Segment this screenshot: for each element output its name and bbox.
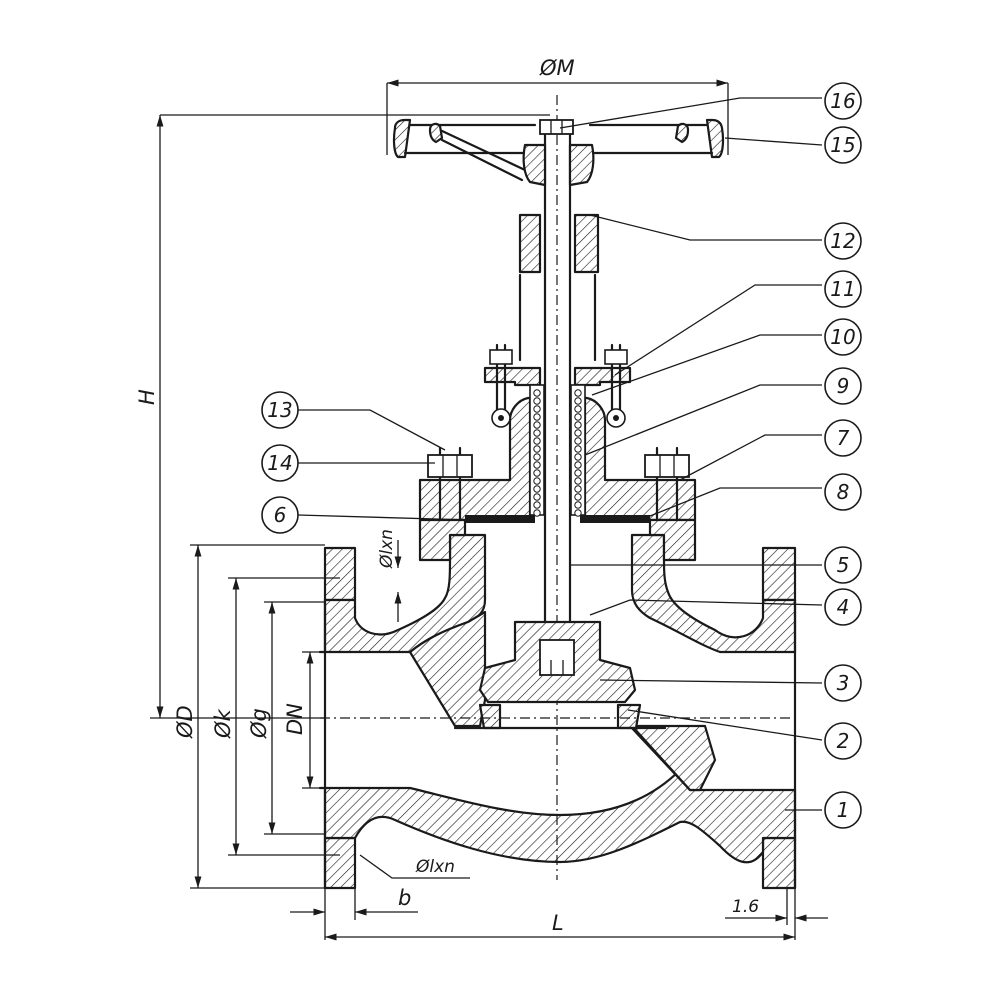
packing-ring bbox=[574, 421, 582, 429]
packing-ring bbox=[574, 509, 582, 517]
svg-text:9: 9 bbox=[837, 374, 850, 398]
packing bbox=[529, 384, 586, 517]
packing-ring bbox=[574, 469, 582, 477]
dim-bolt-holes-top: Ølxn bbox=[377, 529, 397, 569]
packing-ring bbox=[574, 501, 582, 509]
callout-8: 8 bbox=[824, 473, 862, 511]
packing-ring bbox=[574, 445, 582, 453]
stem bbox=[543, 95, 572, 880]
svg-text:16: 16 bbox=[830, 89, 855, 113]
svg-text:6: 6 bbox=[274, 503, 287, 527]
disc bbox=[453, 620, 667, 730]
packing-ring bbox=[574, 429, 582, 437]
svg-text:11: 11 bbox=[830, 277, 855, 301]
callout-13: 13 bbox=[261, 391, 299, 429]
packing-ring bbox=[533, 461, 541, 469]
packing-ring bbox=[533, 453, 541, 461]
callout-2: 2 bbox=[824, 722, 862, 760]
svg-text:3: 3 bbox=[837, 671, 850, 695]
callout-9: 9 bbox=[824, 367, 862, 405]
callout-11: 11 bbox=[824, 270, 862, 308]
packing-ring bbox=[574, 477, 582, 485]
packing-ring bbox=[574, 437, 582, 445]
callout-10: 10 bbox=[824, 318, 862, 356]
svg-text:5: 5 bbox=[837, 553, 850, 577]
svg-text:10: 10 bbox=[830, 325, 855, 349]
dim-raised-face: Øg bbox=[247, 708, 271, 739]
svg-text:7: 7 bbox=[837, 426, 850, 450]
gland-flange bbox=[483, 366, 632, 387]
callout-4: 4 bbox=[824, 588, 862, 626]
packing-ring bbox=[533, 389, 541, 397]
dim-bolt-circle: Øk bbox=[211, 708, 235, 739]
bonnet-bolts bbox=[427, 446, 690, 522]
gland-bolts bbox=[489, 343, 628, 428]
callout-7: 7 bbox=[824, 419, 862, 457]
packing-ring bbox=[574, 397, 582, 405]
callout-16: 16 bbox=[824, 82, 862, 120]
dimension-lines bbox=[150, 79, 828, 941]
packing-ring bbox=[533, 429, 541, 437]
packing-ring bbox=[533, 485, 541, 493]
yoke bbox=[518, 213, 600, 362]
handwheel bbox=[392, 118, 725, 187]
packing-ring bbox=[533, 421, 541, 429]
svg-text:1: 1 bbox=[837, 798, 850, 822]
packing-ring bbox=[533, 405, 541, 413]
packing-ring bbox=[533, 413, 541, 421]
svg-text:13: 13 bbox=[267, 398, 292, 422]
dim-height: H bbox=[135, 389, 159, 405]
packing-ring bbox=[533, 477, 541, 485]
packing-ring bbox=[533, 397, 541, 405]
dim-raised-face-height: 1.6 bbox=[732, 897, 759, 917]
packing-ring bbox=[574, 453, 582, 461]
dim-handwheel-diameter: ØM bbox=[539, 56, 575, 80]
packing-ring bbox=[574, 485, 582, 493]
callout-15: 15 bbox=[824, 126, 862, 164]
gaskets bbox=[465, 515, 650, 523]
dim-bolt-holes-bottom: Ølxn bbox=[415, 857, 455, 877]
packing-ring bbox=[533, 501, 541, 509]
dim-nominal-diameter: DN bbox=[283, 703, 307, 735]
svg-text:14: 14 bbox=[267, 451, 292, 475]
dimension-labels: ØM H ØD Øk Øg DN Ølxn Ølxn b L 1.6 bbox=[135, 56, 759, 935]
packing-ring bbox=[533, 509, 541, 517]
callout-6: 6 bbox=[261, 496, 299, 534]
packing-ring bbox=[574, 413, 582, 421]
callout-14: 14 bbox=[261, 444, 299, 482]
svg-text:8: 8 bbox=[837, 480, 850, 504]
callout-leaders bbox=[297, 97, 823, 811]
packing-ring bbox=[533, 493, 541, 501]
svg-text:15: 15 bbox=[830, 133, 855, 157]
svg-text:12: 12 bbox=[830, 229, 855, 253]
packing-ring bbox=[533, 445, 541, 453]
packing-ring bbox=[574, 389, 582, 397]
dim-length: L bbox=[552, 911, 564, 935]
callout-12: 12 bbox=[824, 222, 862, 260]
packing-ring bbox=[574, 405, 582, 413]
callout-1: 1 bbox=[824, 791, 862, 829]
packing-ring bbox=[533, 469, 541, 477]
callout-5: 5 bbox=[824, 546, 862, 584]
packing-ring bbox=[574, 493, 582, 501]
dim-flange-thickness: b bbox=[398, 886, 411, 910]
dim-flange-od: ØD bbox=[173, 705, 197, 739]
svg-text:2: 2 bbox=[837, 729, 850, 753]
svg-text:4: 4 bbox=[837, 595, 850, 619]
packing-ring bbox=[533, 437, 541, 445]
packing-ring bbox=[574, 461, 582, 469]
callout-3: 3 bbox=[824, 664, 862, 702]
